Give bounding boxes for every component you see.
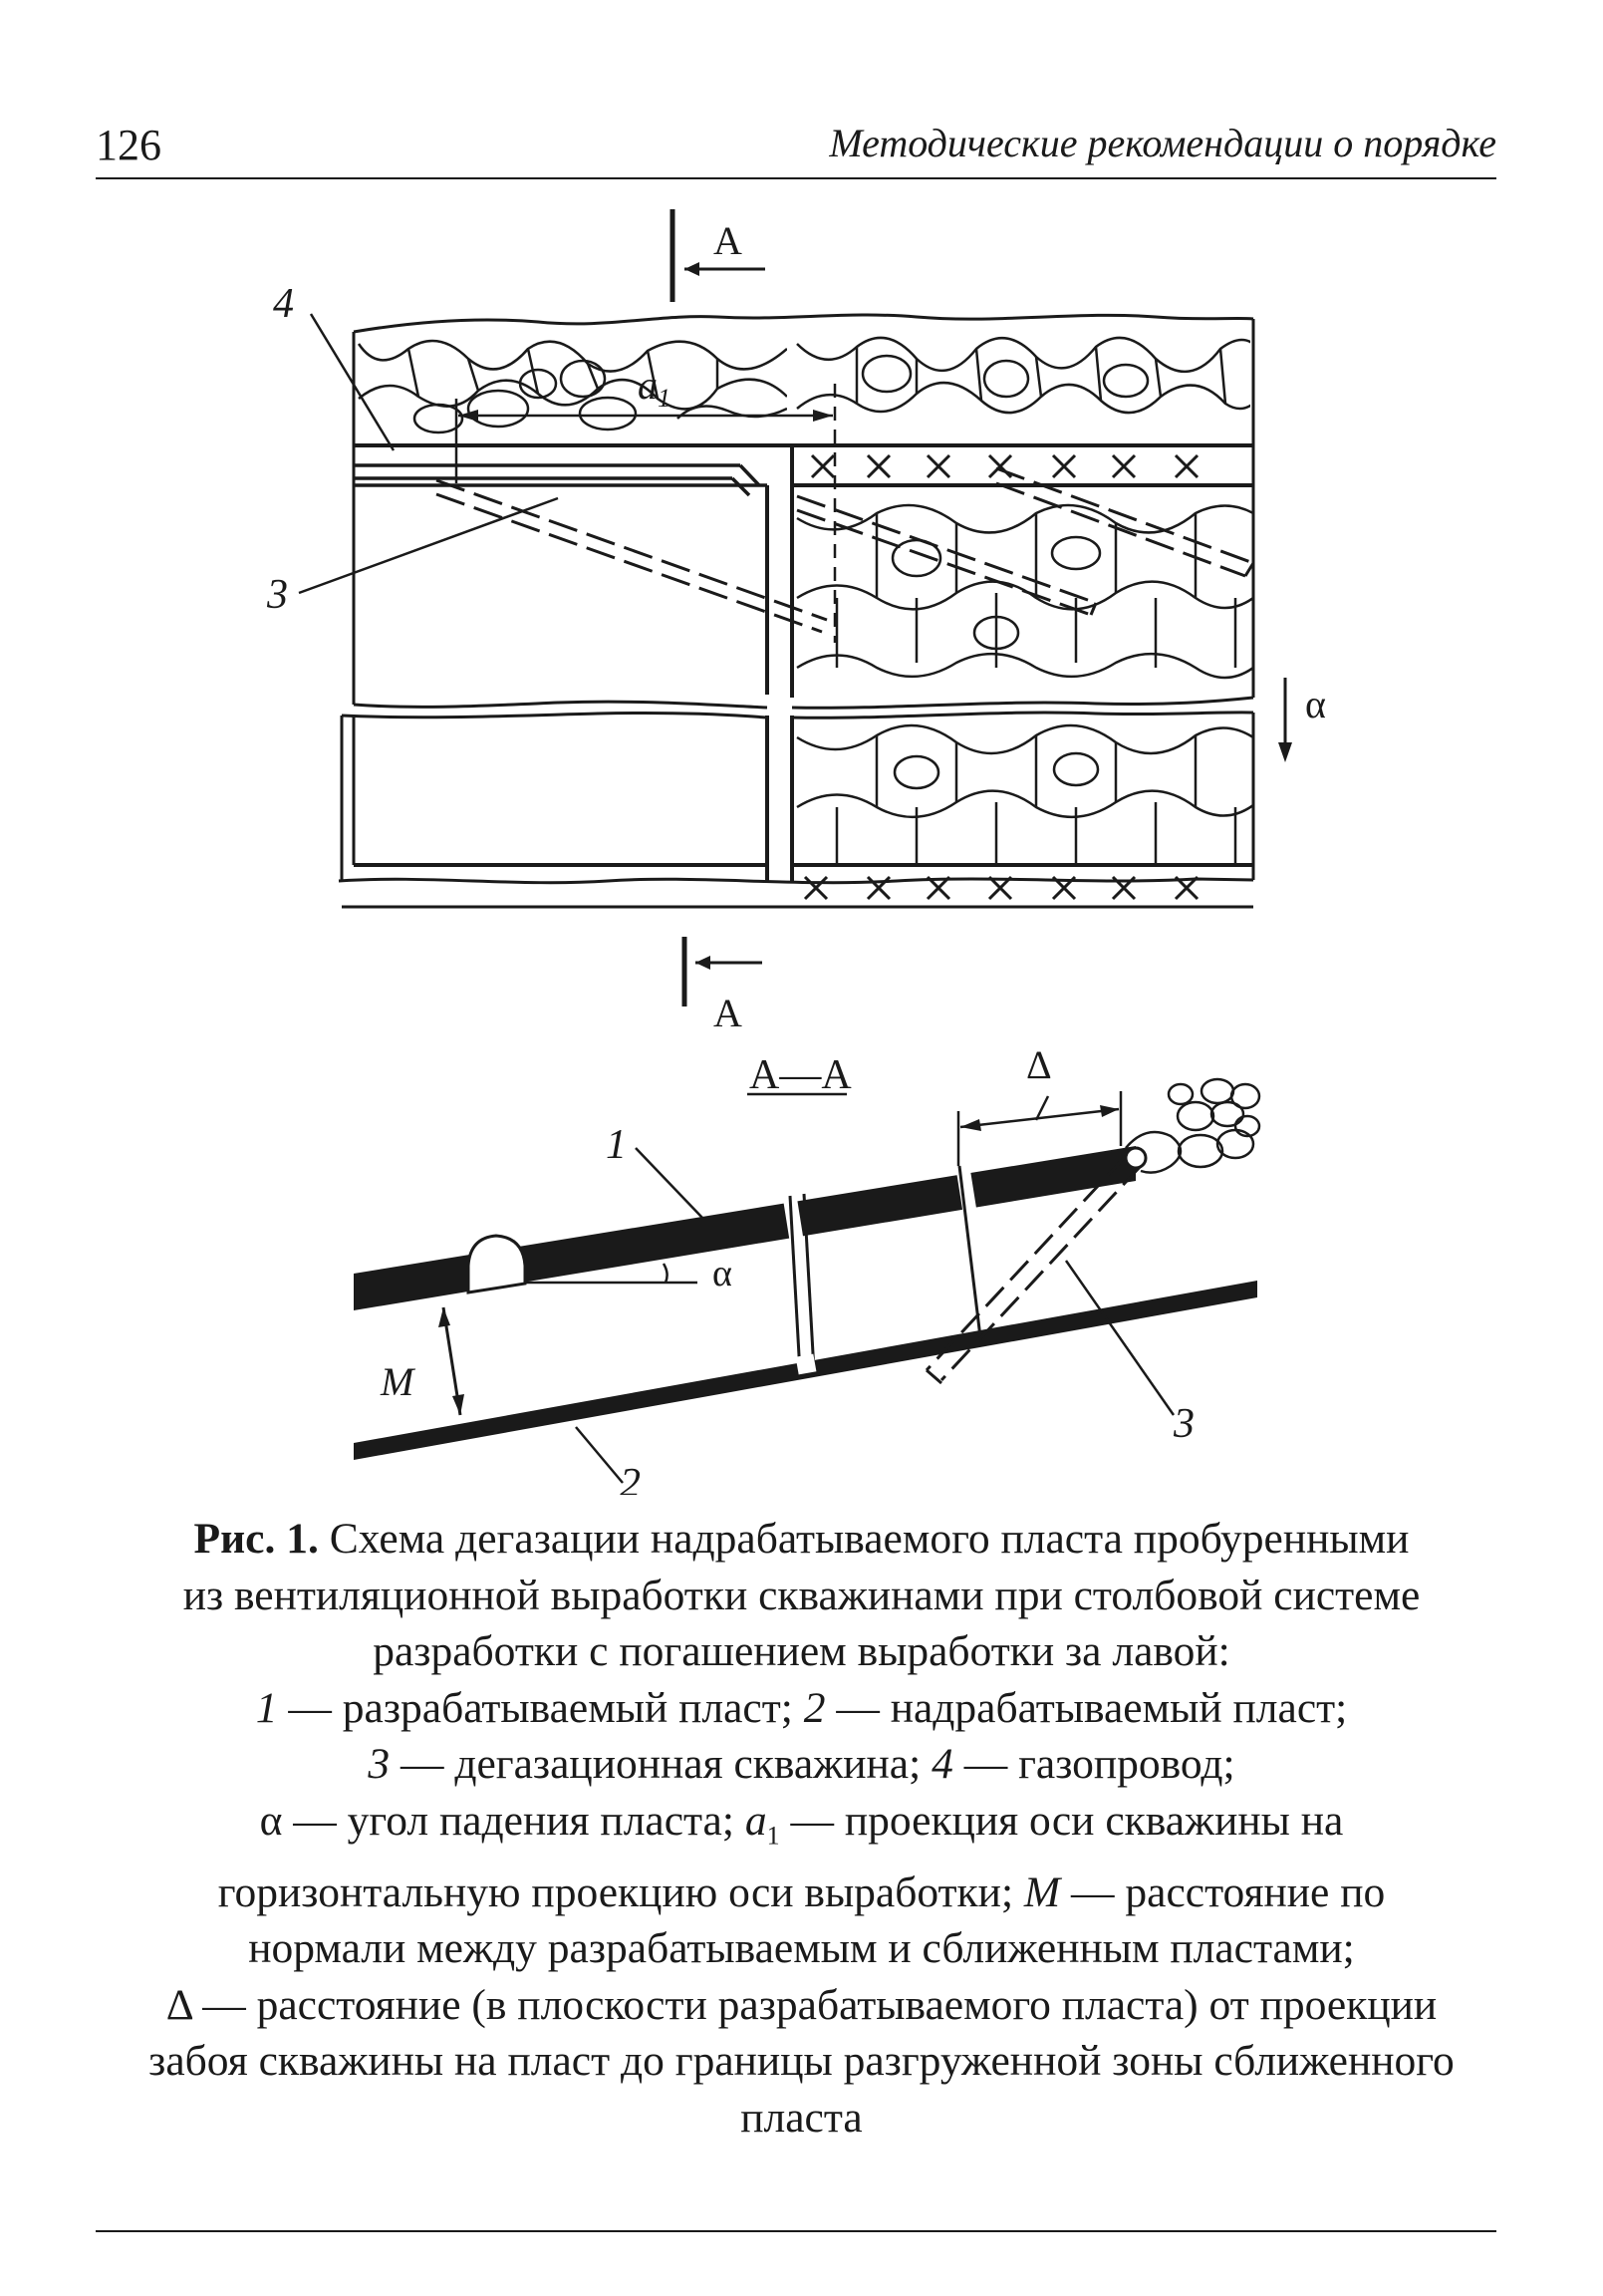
leader-4 (309, 313, 396, 451)
support-crosses-upper (810, 453, 1200, 479)
caption-m-symbol: M (1023, 1867, 1061, 1916)
goaf-texture-upper-right (796, 336, 1250, 415)
label-alpha-angle: α (712, 1253, 732, 1294)
section-view: A—A Δ α (354, 1042, 1261, 1495)
goaf-stones-section (1125, 1077, 1261, 1174)
caption-n2: 2 (803, 1683, 826, 1732)
dimension-delta (956, 1091, 1123, 1166)
dimension-a1 (454, 384, 837, 643)
goaf-texture-middle (796, 503, 1252, 680)
section-cut-top (669, 209, 765, 302)
plan-view: A (266, 209, 1326, 1035)
leader-3-plan (298, 496, 559, 595)
caption-a1-sub: 1 (766, 1821, 780, 1851)
goaf-texture-upper-left (357, 339, 787, 434)
rock-boundary-top (353, 313, 1254, 334)
caption-t3: — дегазационная скважина; (390, 1740, 933, 1788)
label-M: M (380, 1359, 416, 1404)
caption-normal-line: нормали между разрабатываемым и сближенн… (248, 1924, 1355, 1973)
label-1: 1 (606, 1122, 627, 1168)
header-rule (96, 177, 1496, 179)
caption-n4: 4 (932, 1740, 953, 1788)
caption-face-line: забоя скважины на пласт до границы разгр… (148, 2037, 1455, 2086)
caption-t4: — газопровод; (952, 1740, 1235, 1788)
figure-diagram: A (266, 209, 1326, 1495)
caption-m-text: — расстояние по (1060, 1867, 1386, 1916)
caption-fig-label: Рис. 1. (193, 1515, 319, 1563)
caption-n3: 3 (368, 1740, 391, 1788)
section-mark-bottom: A (713, 991, 742, 1035)
degas-borehole-section (925, 1154, 1143, 1385)
label-2: 2 (620, 1461, 641, 1495)
label-4: 4 (273, 281, 294, 327)
support-crosses-lower (803, 875, 1200, 901)
label-alpha-dip: α (1305, 682, 1326, 726)
caption-title-part3: разработки с погашением выработки за лав… (373, 1627, 1230, 1675)
running-title: Методические рекомендации о порядке (829, 121, 1496, 165)
page-number: 126 (96, 121, 161, 169)
roadway-arch (466, 1234, 527, 1294)
caption-alpha-line: α — угол падения пласта; (259, 1796, 745, 1845)
caption-delta-line: Δ — расстояние (в плоскости разрабатывае… (165, 1980, 1438, 2029)
section-mark-top: A (713, 218, 742, 263)
borehole-collar (1124, 1146, 1148, 1170)
caption-title-part1: Схема дегазации надрабатываемого пласта … (318, 1515, 1410, 1563)
caption-a1-symbol: a (744, 1796, 767, 1845)
longwall-face (765, 445, 794, 881)
footer-rule (96, 2230, 1496, 2232)
caption-t1: — разрабатываемый пласт; (277, 1683, 804, 1732)
goaf-texture-lower (796, 723, 1252, 865)
section-cut-bottom (681, 937, 762, 1006)
caption-horiz-text: горизонтальную проекцию оси выработки; (217, 1867, 1024, 1916)
caption-a1-text: — проекция оси скважины на (779, 1796, 1344, 1845)
dimension-M (438, 1306, 464, 1416)
label-3-plan: 3 (266, 572, 288, 618)
dip-arrow (1278, 678, 1292, 762)
degas-boreholes-plan (435, 466, 1254, 634)
caption-n1: 1 (255, 1683, 278, 1732)
rock-boundary-bottom (338, 877, 1254, 885)
seam-worked (354, 1146, 1136, 1310)
gas-pipeline (354, 463, 761, 497)
label-3-section: 3 (1173, 1401, 1195, 1447)
section-title: A—A (749, 1052, 852, 1098)
label-delta: Δ (1026, 1042, 1052, 1087)
label-a1: a1 (638, 363, 670, 413)
caption-title-part2: из вентиляционной выработки скважинами п… (182, 1571, 1421, 1619)
caption-last-line: пласта (740, 2093, 863, 2142)
caption-t2: — надрабатываемый пласт; (825, 1683, 1348, 1732)
figure-caption: Рис. 1. Схема дегазации надрабатываемого… (100, 1511, 1503, 2146)
